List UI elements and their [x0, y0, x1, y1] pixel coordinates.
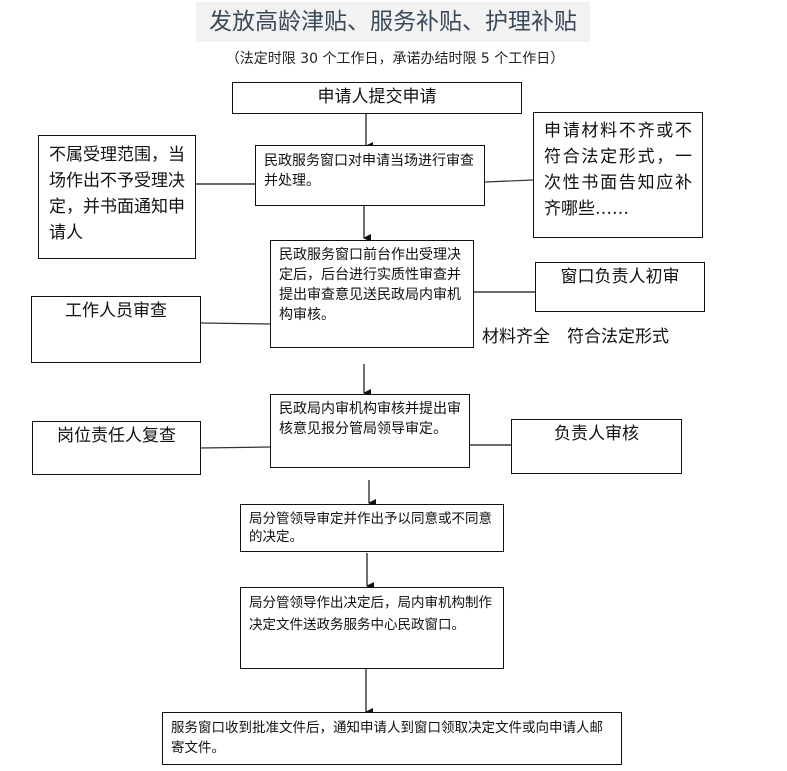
step4-text: 局分管领导审定并作出予以同意或不同意的决定。: [249, 511, 492, 545]
head-audit-box: 负责人审核: [511, 419, 682, 474]
incomplete-text: 申请材料不齐或不符合法定形式，一次性书面告知应补齐哪些……: [544, 121, 692, 219]
step5-box: 局分管领导作出决定后，局内审机构制作决定文件送政务服务中心民政窗口。: [240, 587, 504, 669]
step4-box: 局分管领导审定并作出予以同意或不同意的决定。: [240, 504, 504, 552]
start-box: 申请人提交申请: [232, 82, 522, 114]
post-recheck-text: 岗位责任人复查: [57, 426, 176, 446]
page-title: 发放高龄津贴、服务补贴、护理补贴: [196, 2, 590, 42]
page-subtitle: （法定时限 30 个工作日，承诺办结时限 5 个工作日）: [225, 51, 565, 67]
step2-text: 民政服务窗口前台作出受理决定后，后台进行实质性审查并提出审查意见送民政局内审机构…: [279, 247, 461, 323]
condition-label: 材料齐全 符合法定形式: [482, 327, 669, 347]
step3-text: 民政局内审机构审核并提出审核意见报分管局领导审定。: [279, 401, 461, 437]
reject-text: 不属受理范围，当场作出不予受理决定，并书面通知申请人: [49, 145, 185, 243]
window-head-review-box: 窗口负责人初审: [535, 262, 705, 312]
staff-review-text: 工作人员审查: [65, 301, 167, 321]
step1-text: 民政服务窗口对申请当场进行审查并处理。: [264, 153, 474, 189]
link-step3-post: [199, 446, 271, 449]
staff-review-box: 工作人员审查: [31, 296, 201, 363]
step6-box: 服务窗口收到批准文件后，通知申请人到窗口领取决定文件或向申请人邮寄文件。: [162, 712, 622, 765]
step3-box: 民政局内审机构审核并提出审核意见报分管局领导审定。: [270, 394, 470, 468]
post-recheck-box: 岗位责任人复查: [32, 421, 201, 475]
window-head-review-text: 窗口负责人初审: [560, 267, 680, 287]
start-text: 申请人提交申请: [317, 87, 437, 107]
incomplete-box: 申请材料不齐或不符合法定形式，一次性书面告知应补齐哪些……: [533, 112, 703, 238]
reject-box: 不属受理范围，当场作出不予受理决定，并书面通知申请人: [38, 135, 196, 259]
step2-box: 民政服务窗口前台作出受理决定后，后台进行实质性审查并提出审查意见送民政局内审机构…: [270, 240, 474, 348]
link-step1-incomplete: [484, 179, 534, 183]
link-step2-staff: [199, 322, 271, 325]
head-audit-text: 负责人审核: [554, 424, 639, 444]
step1-box: 民政服务窗口对申请当场进行审查并处理。: [255, 145, 485, 206]
step5-text: 局分管领导作出决定后，局内审机构制作决定文件送政务服务中心民政窗口。: [249, 595, 492, 633]
step6-text: 服务窗口收到批准文件后，通知申请人到窗口领取决定文件或向申请人邮寄文件。: [171, 720, 603, 756]
